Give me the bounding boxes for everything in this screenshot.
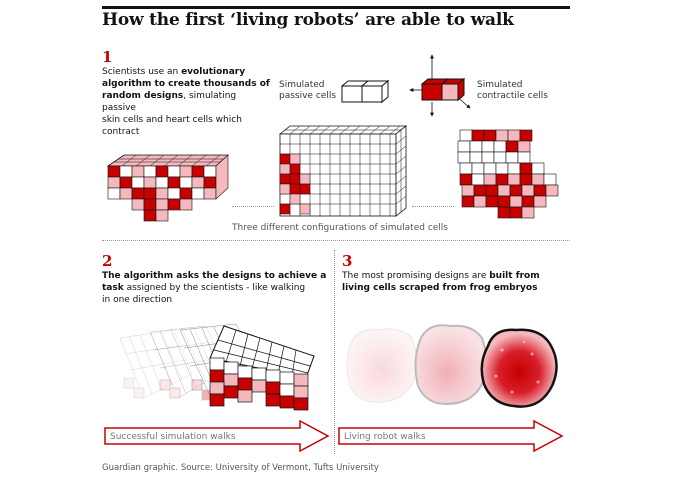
connector-1 xyxy=(232,206,274,207)
step-2-text-b: task xyxy=(102,283,124,293)
step-2-text-a: The algorithm asks the designs to achiev… xyxy=(102,271,327,281)
configs-caption: Three different configurations of simula… xyxy=(232,223,448,233)
passive-cells-label: Simulated passive cells xyxy=(279,80,337,101)
step-2-text: The algorithm asks the designs to achiev… xyxy=(102,270,330,306)
passive-cells-icon xyxy=(340,79,390,104)
step-2-number: 2 xyxy=(102,252,113,270)
step-1-text-a: Scientists use an xyxy=(102,67,182,77)
step-3-text-b: built from xyxy=(489,271,540,281)
simulation-walk-sequence xyxy=(119,323,315,411)
step-1-text-f: skin cells and heart cells which xyxy=(102,115,242,125)
config-2-block xyxy=(278,125,408,217)
simulation-arrow-label: Successful simulation walks xyxy=(110,432,236,442)
living-robots-sequence xyxy=(346,324,558,408)
living-robot-arrow xyxy=(338,419,564,453)
source-credit: Guardian graphic. Source: University of … xyxy=(102,463,379,473)
section-divider xyxy=(102,240,570,241)
contractile-cells-label: Simulated contractile cells xyxy=(477,80,548,101)
step-1-number: 1 xyxy=(102,48,113,66)
config-1-block xyxy=(106,154,230,222)
step-1-text: Scientists use an evolutionary algorithm… xyxy=(102,66,272,138)
step-1-text-d: random designs xyxy=(102,91,184,101)
step-3-number: 3 xyxy=(342,252,353,270)
step-3-text-c: living cells scraped from frog embryos xyxy=(342,283,538,293)
step-1-text-b: evolutionary xyxy=(181,67,246,77)
living-robot-arrow-label: Living robot walks xyxy=(344,432,426,442)
config-3-block xyxy=(457,129,559,219)
connector-2 xyxy=(412,206,454,207)
title-rule xyxy=(102,6,570,9)
graphic-title: How the first ‘living robots’ are able t… xyxy=(102,10,514,30)
step-3-text: The most promising designs are built fro… xyxy=(342,270,570,294)
column-divider xyxy=(334,250,335,454)
step-2-text-d: in one direction xyxy=(102,295,173,305)
step-3-text-a: The most promising designs are xyxy=(342,271,490,281)
contractile-cells-icon xyxy=(409,54,471,117)
step-1-text-e: , simulating passive xyxy=(102,91,237,113)
step-1-text-c: algorithm to create thousands of xyxy=(102,79,270,89)
simulation-arrow xyxy=(104,419,330,453)
step-2-text-c: assigned by the scientists - like walkin… xyxy=(123,283,306,293)
step-1-text-g: contract xyxy=(102,127,140,137)
